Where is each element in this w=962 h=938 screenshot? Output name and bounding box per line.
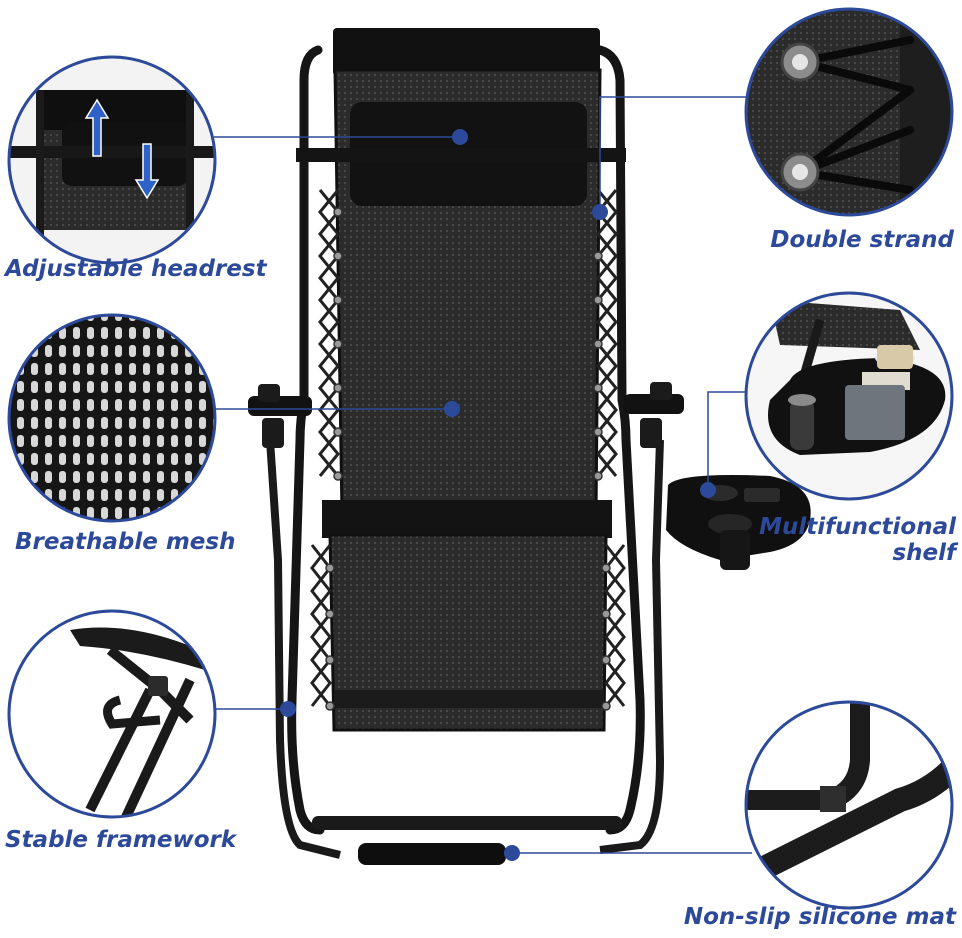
label-shelf-line2: shelf (892, 540, 956, 567)
label-adjustable-headrest: Adjustable headrest (5, 256, 267, 282)
label-multifunctional-shelf: Multifunctional shelf (759, 514, 956, 567)
callout-circle-framework (7, 609, 217, 819)
chair-frame-right (595, 45, 645, 835)
callout-dots (280, 129, 716, 861)
chair-seat-mesh (328, 533, 608, 732)
chair-leg-left (266, 439, 341, 859)
arrow-down-icon (134, 143, 160, 200)
chair-side-shelf (666, 475, 811, 570)
chair-foot-bar (358, 843, 506, 865)
callout-circle-strand (744, 7, 954, 217)
label-stable-framework: Stable framework (5, 827, 237, 853)
label-shelf-line1: Multifunctional (759, 514, 956, 540)
callout-circle-shelf (744, 291, 954, 501)
callout-circle-headrest (7, 55, 217, 265)
label-double-strand: Double strand (770, 227, 954, 253)
arrow-up-icon (84, 98, 110, 157)
chair (248, 28, 811, 865)
chair-seat-band (322, 500, 612, 538)
chair-armrest-left (248, 396, 312, 416)
chair-crossbar (312, 816, 622, 830)
chair-frame-left (287, 45, 325, 835)
callout-circle-mat (744, 700, 954, 910)
label-breathable-mesh: Breathable mesh (15, 529, 236, 555)
callout-circle-mesh (7, 313, 217, 523)
chair-top-band (333, 28, 600, 76)
label-non-slip-mat: Non-slip silicone mat (683, 904, 956, 930)
callout-lines (214, 96, 760, 854)
chair-grommets (325, 207, 611, 711)
chair-leg-right (599, 439, 665, 854)
